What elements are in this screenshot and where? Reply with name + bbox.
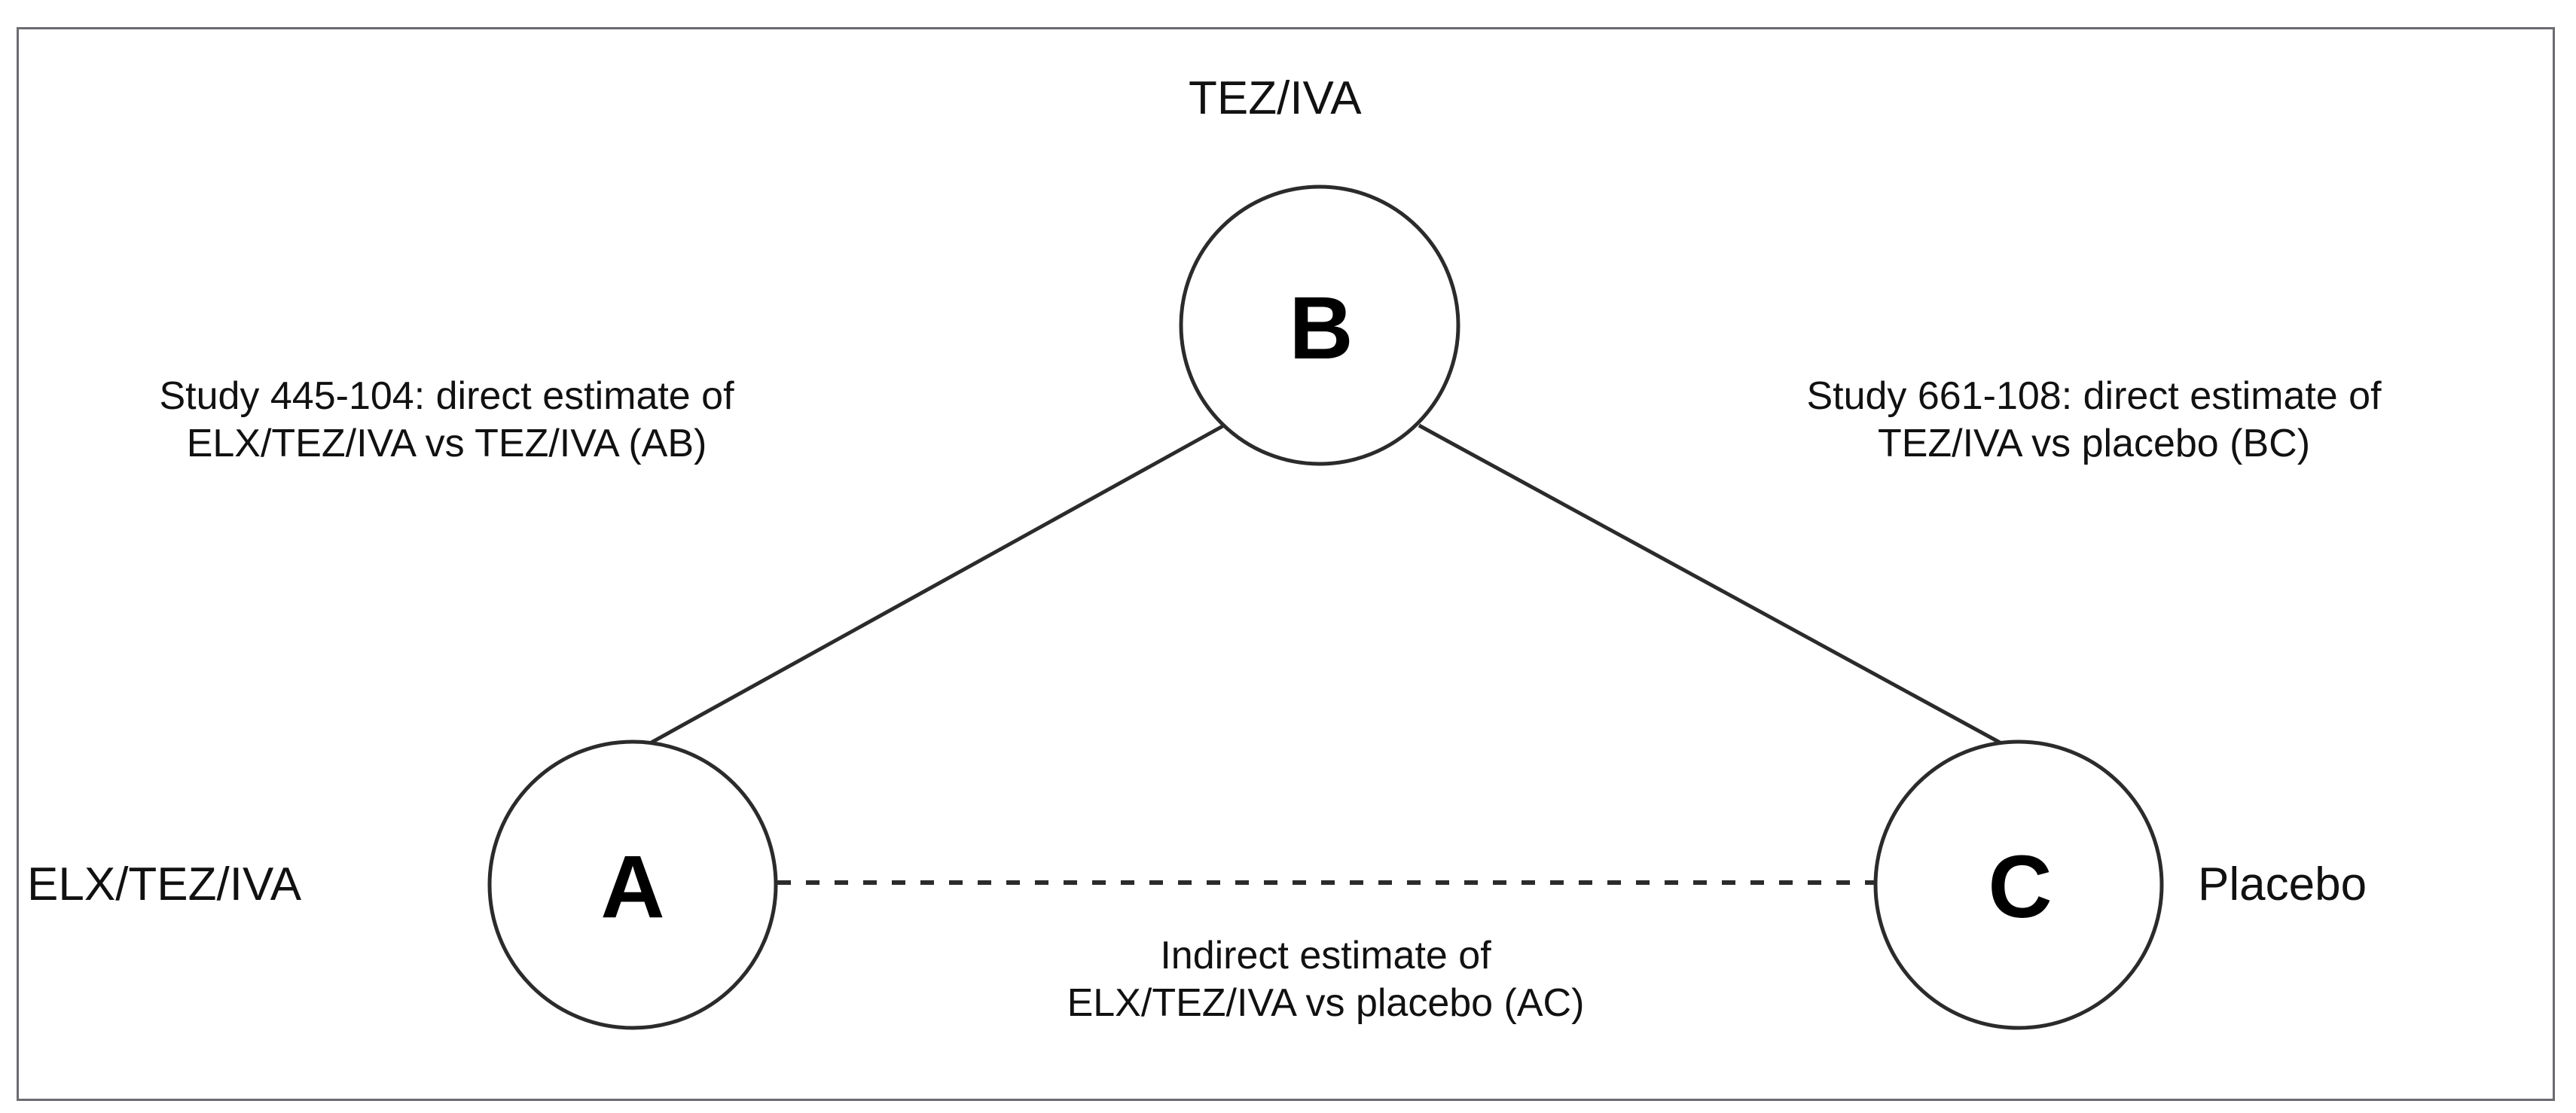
edge-label-ac-line2: ELX/TEZ/IVA vs placebo (AC) [1067,981,1585,1026]
edge-label-ac: Indirect estimate of ELX/TEZ/IVA vs plac… [889,932,1763,1028]
node-label-placebo: Placebo [2198,858,2367,910]
edge-label-ac-line1: Indirect estimate of [1160,934,1491,977]
node-label-tez-iva: TEZ/IVA [1189,72,1362,124]
edge-label-bc-line2: TEZ/IVA vs placebo (BC) [1877,422,2311,466]
edge-label-bc-line1: Study 661-108: direct estimate of [1806,374,2382,418]
node-letter-a: A [600,837,665,937]
node-letter-b: B [1289,279,1354,378]
node-label-elx-tez-iva: ELX/TEZ/IVA [27,858,302,910]
edge-label-ab-line2: ELX/TEZ/IVA vs TEZ/IVA (AB) [186,422,707,466]
edge-label-bc: Study 661-108: direct estimate of TEZ/IV… [1668,373,2520,468]
edge-label-ab-line1: Study 445-104: direct estimate of [159,374,734,418]
node-circle-b[interactable] [1179,184,1460,466]
edge-ab-line [640,423,1225,750]
node-circle-a[interactable] [487,739,778,1030]
edge-bc-line [1418,423,2011,750]
edge-label-ab: Study 445-104: direct estimate of ELX/TE… [36,373,857,468]
node-circle-c[interactable] [1873,739,2164,1030]
node-letter-c: C [1988,837,2053,937]
